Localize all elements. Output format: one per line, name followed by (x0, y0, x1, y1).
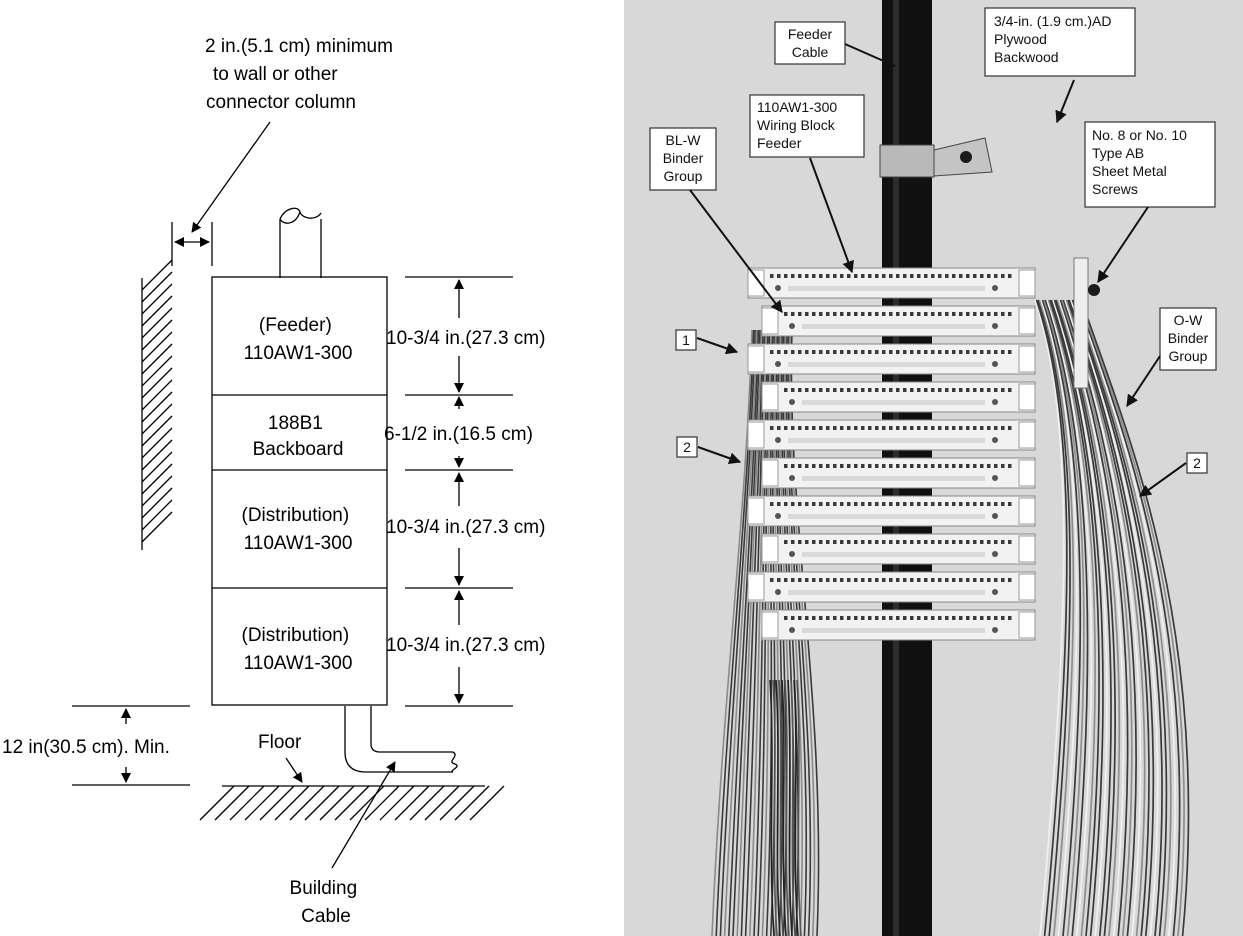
marker-2-right: 2 (1139, 452, 1208, 497)
installation-schematic: 2 in.(5.1 cm) minimum to wall or other c… (2, 36, 545, 927)
feeder-block-label: (Feeder) 110AW1-300 (244, 315, 353, 364)
svg-text:2: 2 (683, 439, 691, 455)
distribution-block-2-label: (Distribution) 110AW1-300 (242, 625, 355, 674)
clearance-leader-line (191, 121, 271, 233)
mounting-bracket (1073, 257, 1100, 389)
floor-hatch (199, 785, 505, 821)
clearance-dimension (171, 222, 213, 266)
left-wire-bundle (711, 329, 820, 936)
feeder-dimension: 10-3/4 in.(27.3 cm) (386, 328, 545, 349)
distribution-1-dimension: 10-3/4 in.(27.3 cm) (386, 517, 545, 538)
svg-text:1: 1 (682, 332, 690, 348)
distribution-block-1-label: (Distribution) 110AW1-300 (242, 505, 355, 554)
backboard-dimension: 6-1/2 in.(16.5 cm) (384, 424, 533, 445)
marker-2-left: 2 (676, 436, 742, 465)
wall-hatch (141, 259, 173, 550)
floor-label: Floor (258, 732, 302, 753)
cable-clamp (879, 137, 993, 178)
distribution-2-dimension: 10-3/4 in.(27.3 cm) (386, 635, 545, 656)
feeder-cable-stub (279, 207, 322, 278)
building-cable-leader (331, 761, 396, 869)
backboard-label: 188B1 Backboard (253, 413, 344, 460)
right-wire-bundle (1034, 299, 1190, 936)
floor-clearance-label: 12 in(30.5 cm). Min. (2, 737, 170, 758)
svg-text:2: 2 (1193, 455, 1201, 471)
floor-clearance-dimension (72, 705, 190, 786)
floor-leader-line (285, 757, 303, 783)
dimension-extension-lines (405, 276, 513, 707)
wiring-block-stack (747, 267, 1036, 641)
clearance-note: 2 in.(5.1 cm) minimum to wall or other c… (205, 36, 398, 113)
marker-1: 1 (675, 329, 739, 355)
connector-column (211, 276, 388, 706)
building-cable-bend (344, 706, 458, 773)
building-cable-label: Building Cable (290, 878, 363, 927)
